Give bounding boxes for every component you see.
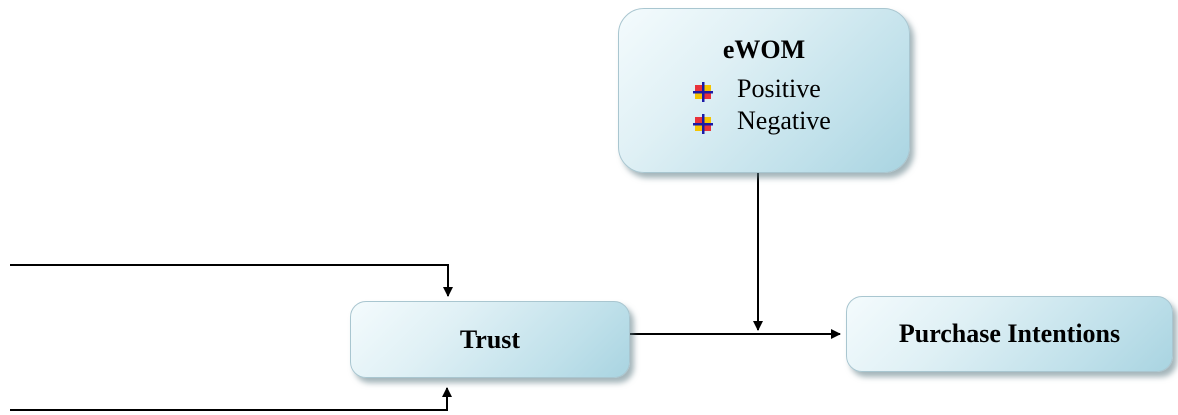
ewom-item-label: Negative	[737, 106, 831, 135]
arrow-into-trust-top	[10, 264, 453, 297]
arrow-into-trust-bottom	[10, 387, 452, 411]
purchase-intentions-label: Purchase Intentions	[898, 319, 1121, 348]
ewom-box: eWOM Positive	[618, 8, 910, 173]
ewom-item-label: Positive	[737, 74, 821, 103]
ewom-title: eWOM	[722, 35, 806, 64]
list-item: Positive	[693, 73, 831, 105]
ewom-list: Positive Negative	[693, 73, 831, 137]
list-bullet-icon	[693, 79, 713, 102]
list-item: Negative	[693, 105, 831, 137]
list-bullet-icon	[693, 111, 713, 134]
trust-label: Trust	[459, 324, 521, 354]
trust-box: Trust	[350, 301, 630, 378]
purchase-intentions-box: Purchase Intentions	[846, 296, 1173, 372]
